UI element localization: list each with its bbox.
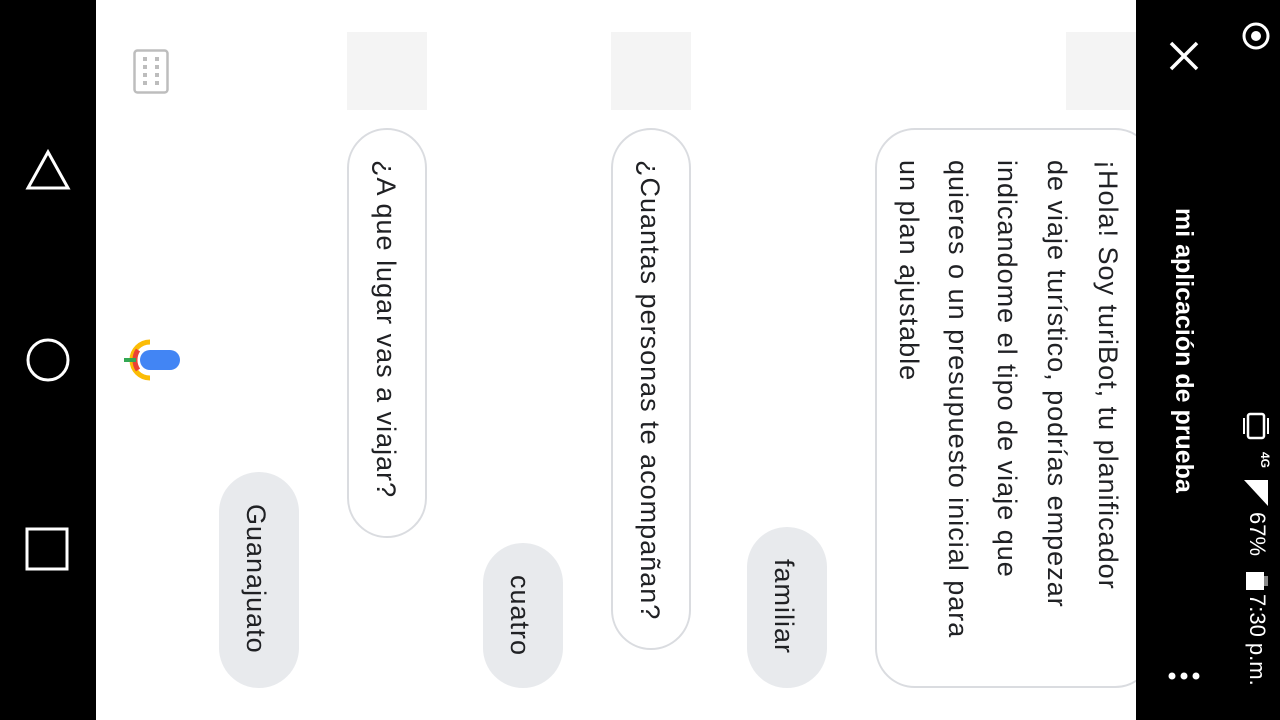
battery-icon (1246, 572, 1268, 590)
bot-avatar (611, 32, 691, 110)
network-type: 4G (1258, 452, 1272, 469)
recents-square-icon[interactable] (24, 526, 72, 574)
bot-message-line: indicandome el tipo de viaje que (992, 160, 1022, 578)
bot-message-text: ¿Cuantas personas te acompañan? (635, 160, 665, 621)
bot-message-text: ¿A que lugar vas a viajar? (371, 160, 401, 499)
bot-message-line: quieres o un presupuesto inicial para (943, 160, 973, 639)
bot-message-line: ¡Hola! Soy turiBot, tu planificador (1093, 160, 1123, 590)
user-reply-chip: cuatro (483, 543, 563, 688)
battery-percent: 67% (1245, 512, 1270, 557)
bot-message-line: un plan ajustable (894, 160, 924, 382)
user-reply-text: Guanajuato (241, 504, 271, 654)
signal-icon (1244, 480, 1268, 506)
microphone-icon[interactable] (122, 336, 184, 384)
chrome-icon (1242, 22, 1270, 50)
bot-message-line: de viaje turístico, podrías empezar (1042, 160, 1072, 608)
back-triangle-icon[interactable] (24, 148, 72, 192)
vibrate-icon (1243, 412, 1269, 440)
app-bar: mi aplicación de prueba (1136, 0, 1232, 720)
user-reply-chip: Guanajuato (219, 472, 299, 688)
close-icon[interactable] (1166, 38, 1202, 74)
user-reply-chip: familiar (747, 527, 827, 688)
more-options-icon[interactable] (1166, 662, 1202, 690)
clock: 7:30 p.m. (1245, 594, 1270, 686)
bot-message-bubble: ¿A que lugar vas a viajar? (347, 128, 427, 538)
keyboard-icon[interactable] (133, 49, 171, 95)
bot-avatar (347, 32, 427, 110)
bot-welcome-bubble: ¡Hola! Soy turiBot, tu planificador de v… (875, 128, 1136, 688)
bot-message-bubble: ¿Cuantas personas te acompañan? (611, 128, 691, 650)
home-circle-icon[interactable] (24, 336, 72, 384)
bot-avatar (1066, 32, 1136, 110)
user-reply-text: familiar (769, 559, 799, 655)
app-title: mi aplicación de prueba (1170, 208, 1198, 493)
chat-area: Guanajuato cuatro familiar ¿A que lugar … (96, 0, 1136, 720)
user-reply-text: cuatro (505, 575, 535, 657)
status-bar: 4G 67% 7:30 p.m. (1232, 0, 1280, 720)
navigation-bar (0, 0, 96, 720)
